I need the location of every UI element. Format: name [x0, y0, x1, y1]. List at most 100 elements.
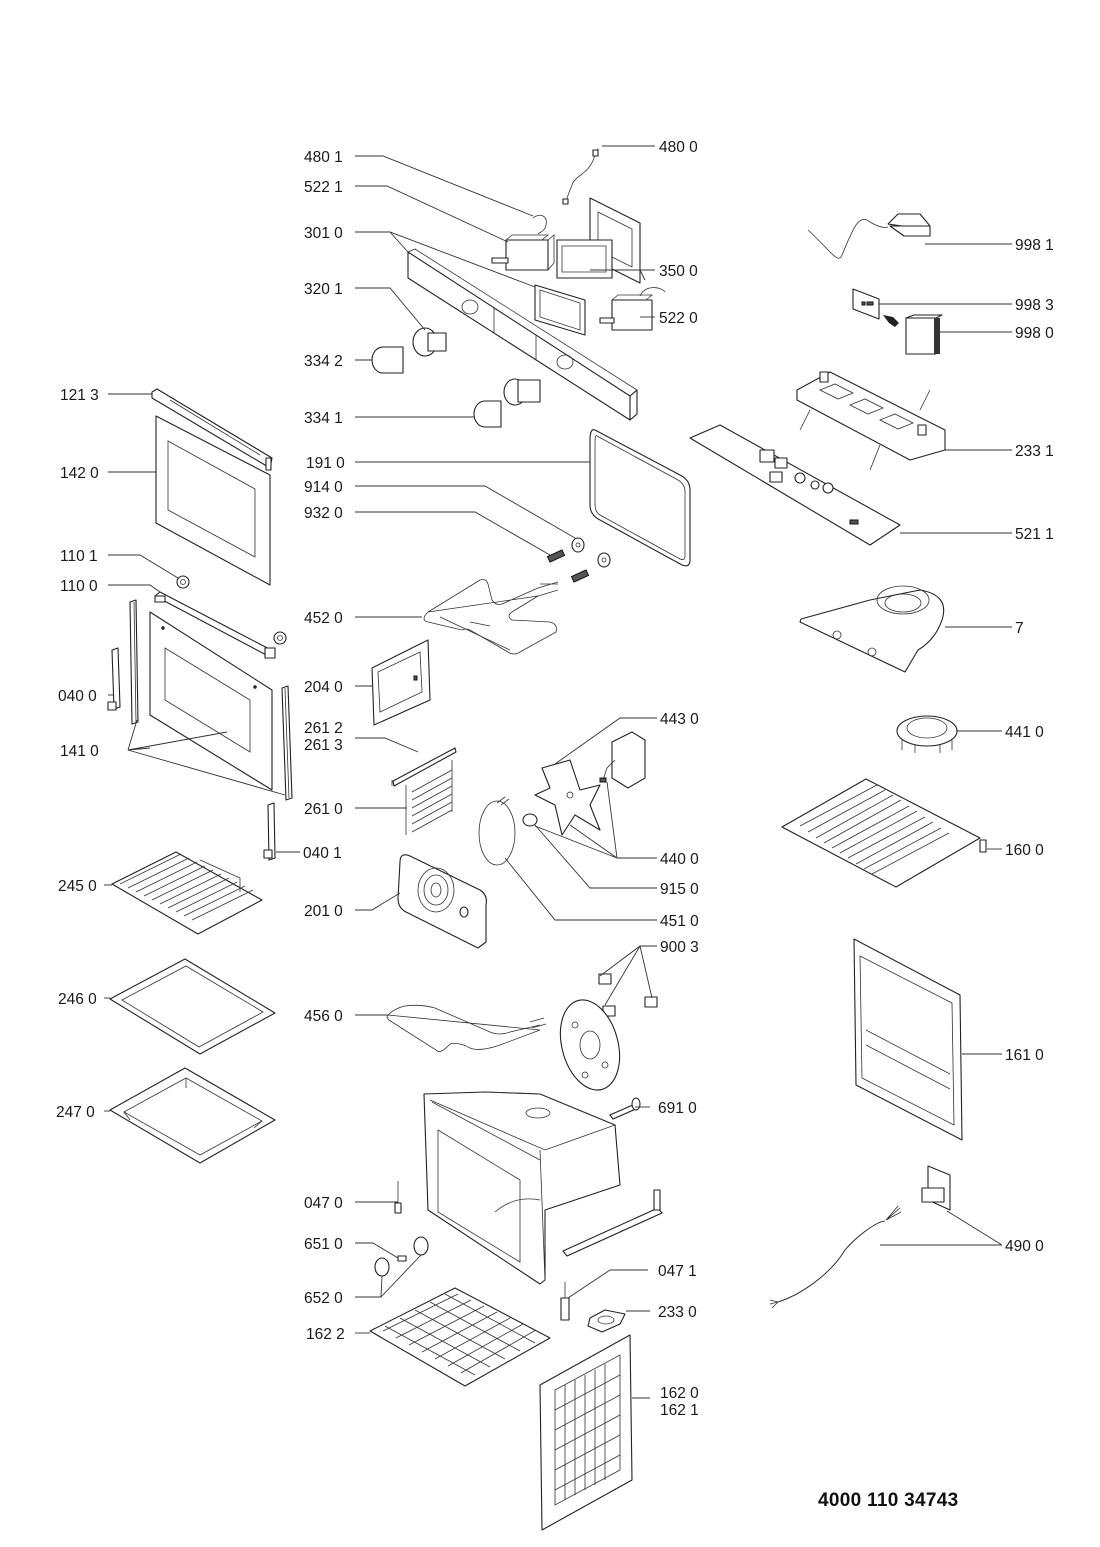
sensor-047-0 [394, 1181, 402, 1214]
door-gasket-191-0 [589, 429, 691, 567]
power-cable-490-0 [769, 1205, 902, 1309]
label-914-0[interactable]: 914 0 [304, 479, 343, 496]
document-number: 4000 110 34743 [818, 1490, 959, 1511]
label-998-0[interactable]: 998 0 [1015, 325, 1054, 342]
baking-tray-246-0 [109, 958, 276, 1055]
selector-switch-522-1 [491, 234, 555, 271]
label-652-0[interactable]: 652 0 [304, 1290, 343, 1307]
label-160-0[interactable]: 160 0 [1005, 842, 1044, 859]
label-162-1[interactable]: 162 1 [660, 1402, 699, 1419]
label-162-0[interactable]: 162 0 [660, 1385, 699, 1402]
fan-motor-443-0 [599, 731, 646, 789]
hinge-040-1 [263, 802, 276, 861]
lamp-cover-204-0 [371, 639, 431, 726]
label-261-2[interactable]: 261 2 [304, 720, 343, 737]
label-443-0[interactable]: 443 0 [660, 711, 699, 728]
control-panel-fascia-301-0 [407, 248, 638, 421]
cooling-fan-441-0 [896, 715, 958, 753]
label-441-0[interactable]: 441 0 [1005, 724, 1044, 741]
housing-350-0 [556, 197, 641, 284]
label-047-1[interactable]: 047 1 [658, 1263, 697, 1280]
rear-fan-plate [559, 999, 621, 1091]
grill-element-452-0 [423, 579, 559, 655]
duct-7 [799, 585, 945, 673]
label-204-0[interactable]: 204 0 [304, 679, 343, 696]
label-047-0[interactable]: 047 0 [304, 1195, 343, 1212]
label-900-3[interactable]: 900 3 [660, 939, 699, 956]
label-915-0[interactable]: 915 0 [660, 881, 699, 898]
cable-998-1 [807, 213, 931, 259]
label-261-0[interactable]: 261 0 [304, 801, 343, 818]
sensor-047-1 [560, 1282, 570, 1321]
label-651-0[interactable]: 651 0 [304, 1236, 343, 1253]
label-932-0[interactable]: 932 0 [304, 505, 343, 522]
door-top-trim-121-3 [151, 388, 273, 471]
label-040-1[interactable]: 040 1 [303, 845, 342, 862]
lamp-glass-652-0 [374, 1236, 429, 1277]
knob-334-2 [371, 346, 404, 374]
label-490-0[interactable]: 490 0 [1005, 1238, 1044, 1255]
label-233-1[interactable]: 233 1 [1015, 443, 1054, 460]
label-440-0[interactable]: 440 0 [660, 851, 699, 868]
label-480-1[interactable]: 480 1 [304, 149, 343, 166]
label-521-1[interactable]: 521 1 [1015, 526, 1054, 543]
label-320-1[interactable]: 320 1 [304, 281, 343, 298]
label-246-0[interactable]: 246 0 [58, 991, 97, 1008]
label-452-0[interactable]: 452 0 [304, 610, 343, 627]
bracket-233-1 [796, 371, 946, 471]
label-998-1[interactable]: 998 1 [1015, 237, 1054, 254]
label-451-0[interactable]: 451 0 [660, 913, 699, 930]
label-162-2[interactable]: 162 2 [306, 1326, 345, 1343]
label-233-0[interactable]: 233 0 [658, 1304, 697, 1321]
label-245-0[interactable]: 245 0 [58, 878, 97, 895]
label-998-3[interactable]: 998 3 [1015, 297, 1054, 314]
control-board-521-1 [689, 424, 901, 546]
floor-insulation-162-2 [369, 1287, 551, 1387]
label-142-0[interactable]: 142 0 [60, 465, 99, 482]
bushing-914-0 [571, 537, 611, 568]
label-7[interactable]: 7 [1015, 620, 1024, 637]
wiring-harness-480-0 [562, 148, 599, 205]
label-261-3[interactable]: 261 3 [304, 737, 343, 754]
label-691-0[interactable]: 691 0 [658, 1100, 697, 1117]
inner-glass-142-0 [155, 415, 271, 586]
selector-switch-522-0 [599, 287, 666, 331]
outer-door-glass-141-0 [149, 611, 273, 791]
oven-cavity [423, 1091, 621, 1285]
fan-cover-201-0 [397, 854, 487, 949]
label-522-1[interactable]: 522 1 [304, 179, 343, 196]
label-161-0[interactable]: 161 0 [1005, 1047, 1044, 1064]
lamp-bracket-233-0 [587, 1309, 626, 1333]
circular-element-451-0 [478, 796, 516, 866]
label-040-0[interactable]: 040 0 [58, 688, 97, 705]
shelf-support-261-0 [405, 760, 453, 835]
spring-932-0 [546, 549, 590, 583]
rear-insulation-162-0 [539, 1334, 633, 1531]
label-191-0[interactable]: 191 0 [306, 455, 345, 472]
door-side-profile-left [129, 599, 139, 725]
label-201-0[interactable]: 201 0 [304, 903, 343, 920]
bottom-element-456-0 [386, 1004, 547, 1052]
label-141-0[interactable]: 141 0 [60, 743, 99, 760]
label-334-2[interactable]: 334 2 [304, 353, 343, 370]
lamp-651-0 [397, 1255, 407, 1262]
label-121-3[interactable]: 121 3 [60, 387, 99, 404]
deep-tray-247-0 [109, 1067, 276, 1164]
knob-334-1 [473, 378, 541, 428]
label-247-0[interactable]: 247 0 [56, 1104, 95, 1121]
hinge-cover-110-1 [176, 575, 287, 645]
label-110-1[interactable]: 110 1 [60, 548, 98, 565]
label-350-0[interactable]: 350 0 [659, 263, 698, 280]
back-panel-161-0 [853, 938, 963, 1141]
label-480-0[interactable]: 480 0 [659, 139, 698, 156]
lamp-holder-691-0 [609, 1097, 641, 1120]
wire-shelf-160-0 [781, 778, 987, 888]
label-522-0[interactable]: 522 0 [659, 310, 698, 327]
label-456-0[interactable]: 456 0 [304, 1008, 343, 1025]
arrow-icon [883, 315, 899, 327]
label-334-1[interactable]: 334 1 [304, 410, 343, 427]
label-301-0[interactable]: 301 0 [304, 225, 343, 242]
wire-grid-245-0 [111, 851, 263, 935]
label-110-0[interactable]: 110 0 [60, 578, 98, 595]
